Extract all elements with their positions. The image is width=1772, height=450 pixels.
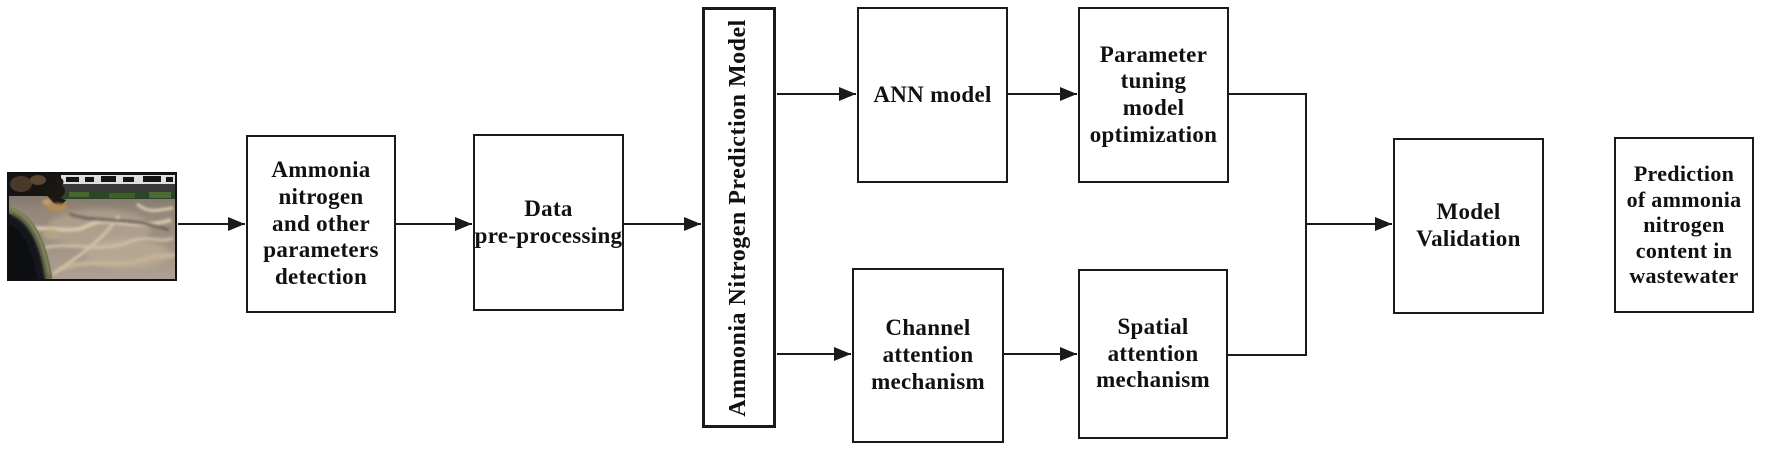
node-spatial-attention-line: mechanism: [1096, 367, 1210, 393]
node-model-validation-line: Model: [1436, 199, 1501, 225]
wastewater-photo: [7, 172, 177, 281]
node-model-validation-line: Validation: [1416, 226, 1521, 251]
node-detection-line: Ammonia: [271, 157, 371, 183]
node-spatial-attention: Spatial attention mechanism: [1078, 269, 1228, 439]
node-parameter-tuning-line: model: [1122, 95, 1185, 120]
node-spatial-attention-line: Spatial: [1117, 313, 1189, 339]
node-detection: Ammonia nitrogen and other parameters de…: [246, 135, 396, 313]
node-model-validation: Model Validation: [1393, 138, 1544, 314]
node-preprocessing-line: pre-processing: [474, 222, 623, 248]
node-channel-attention-line: attention: [882, 342, 974, 368]
node-spatial-attention-line: attention: [1107, 340, 1199, 366]
node-prediction-model: Ammonia Nitrogen Prediction Model: [702, 7, 776, 428]
node-preprocessing-line: Data: [524, 195, 573, 221]
node-channel-attention-line: Channel: [885, 315, 971, 341]
node-parameter-tuning: Parameter tuning model optimization: [1078, 7, 1229, 183]
node-parameter-tuning-line: Parameter: [1099, 41, 1208, 67]
node-detection-line: nitrogen: [278, 183, 364, 209]
node-channel-attention: Channel attention mechanism: [852, 268, 1004, 443]
node-final-prediction-line: of ammonia: [1626, 186, 1742, 212]
node-ann-model: ANN model: [857, 7, 1008, 183]
merge-bracket-line: [1228, 93, 1307, 356]
node-channel-attention-line: mechanism: [871, 368, 985, 394]
node-final-prediction-line: content in: [1635, 237, 1733, 263]
node-detection-line: detection: [274, 264, 368, 289]
node-detection-line: and other: [272, 210, 370, 236]
node-final-prediction-line: Prediction: [1633, 161, 1735, 187]
node-parameter-tuning-line: optimization: [1089, 121, 1218, 147]
node-parameter-tuning-line: tuning: [1120, 68, 1187, 94]
node-final-prediction-line: wastewater: [1629, 263, 1739, 289]
node-ann-model-label: ANN model: [873, 81, 992, 107]
node-preprocessing: Data pre-processing: [473, 134, 624, 311]
node-detection-line: parameters: [263, 237, 379, 263]
node-prediction-model-label: Ammonia Nitrogen Prediction Model: [725, 18, 752, 417]
node-final-prediction-line: nitrogen: [1643, 212, 1725, 238]
node-final-prediction: Prediction of ammonia nitrogen content i…: [1614, 137, 1754, 313]
